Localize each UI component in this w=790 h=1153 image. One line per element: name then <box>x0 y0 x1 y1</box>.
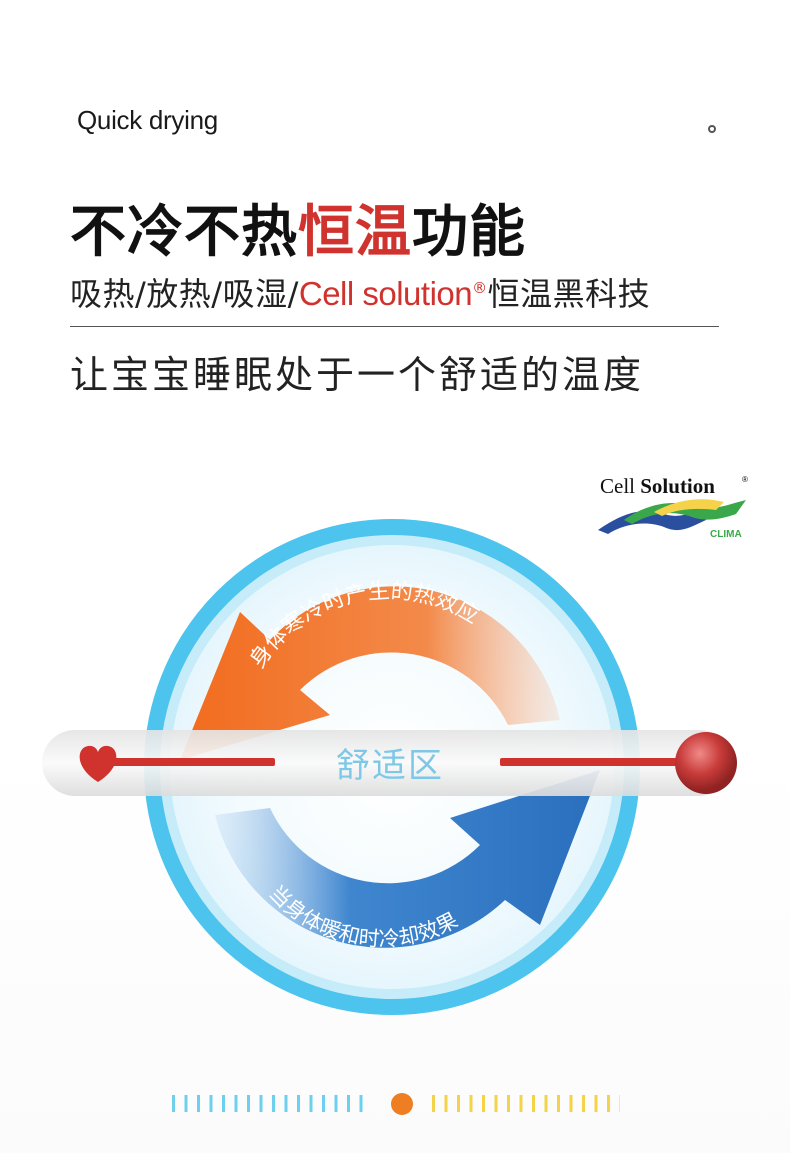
logo-registered: ® <box>742 475 748 484</box>
tagline: 吸热/放热/吸湿/Cell solution®恒温黑科技 <box>70 269 650 315</box>
tick-right <box>607 1095 610 1112</box>
tagline-suffix: 恒温黑科技 <box>487 275 651 313</box>
tick-left <box>359 1095 363 1112</box>
tick-left <box>284 1095 288 1112</box>
tick-left <box>347 1095 350 1112</box>
tick-left <box>334 1095 338 1112</box>
comfort-zone-diagram: 身体寒冷时产生的热效应 当身体暖和时冷却效果 <box>42 519 737 1015</box>
tick-right <box>557 1095 560 1112</box>
tick-left <box>234 1095 238 1112</box>
logo-sub-text: CLIMA <box>710 529 742 540</box>
thermometer-left-line <box>110 758 275 766</box>
progress-indicator <box>172 1093 620 1115</box>
tick-right <box>457 1095 460 1112</box>
tick-right <box>544 1095 548 1112</box>
thermometer-right-line <box>500 758 685 766</box>
tick-right <box>619 1095 620 1112</box>
tick-right <box>594 1095 598 1112</box>
tagline-registered: ® <box>472 279 488 297</box>
logo-brand-regular: Cell <box>600 474 641 498</box>
tick-left <box>309 1095 313 1112</box>
heart-icon <box>79 745 117 782</box>
cool-arrow <box>215 770 600 948</box>
tick-left <box>197 1095 200 1112</box>
comfort-zone-label: 舒适区 <box>336 746 444 786</box>
logo-brand-text: Cell Solution <box>600 474 715 499</box>
headline-highlight: 恒温 <box>298 200 412 265</box>
warm-arrow <box>180 586 560 760</box>
indicator-dot <box>391 1093 413 1115</box>
tick-left <box>209 1095 213 1112</box>
tick-left <box>184 1095 188 1112</box>
tick-right <box>507 1095 510 1112</box>
headline: 不冷不热恒温功能 <box>70 187 526 268</box>
tick-left <box>247 1095 250 1112</box>
tick-left <box>297 1095 300 1112</box>
tick-right <box>582 1095 585 1112</box>
tick-right <box>519 1095 523 1112</box>
tagline-brand: Cell solution <box>298 275 473 312</box>
headline-part-1: 不冷不热 <box>70 200 298 265</box>
tick-right <box>444 1095 448 1112</box>
tick-left <box>172 1095 175 1112</box>
tagline-prefix: 吸热/放热/吸湿/ <box>70 275 299 313</box>
tick-left <box>222 1095 225 1112</box>
tick-right <box>432 1095 435 1112</box>
logo-swoosh-icon <box>598 499 746 534</box>
headline-part-2: 功能 <box>412 200 526 265</box>
ring-dot-icon <box>708 125 716 133</box>
tick-right <box>482 1095 485 1112</box>
tick-right <box>532 1095 535 1112</box>
subtitle-english: Quick drying <box>77 105 218 135</box>
thermometer-tube <box>42 730 732 796</box>
tick-left <box>272 1095 275 1112</box>
slogan: 让宝宝睡眠处于一个舒适的温度 <box>70 353 645 397</box>
tick-right <box>569 1095 573 1112</box>
divider <box>70 326 719 327</box>
tick-right <box>469 1095 473 1112</box>
logo-brand-bold: Solution <box>640 474 715 498</box>
tick-right <box>494 1095 498 1112</box>
tick-left <box>259 1095 263 1112</box>
tick-left <box>322 1095 325 1112</box>
thermometer-bulb <box>675 732 737 794</box>
cell-solution-logo: Cell Solution ® CLIMA <box>594 472 754 547</box>
